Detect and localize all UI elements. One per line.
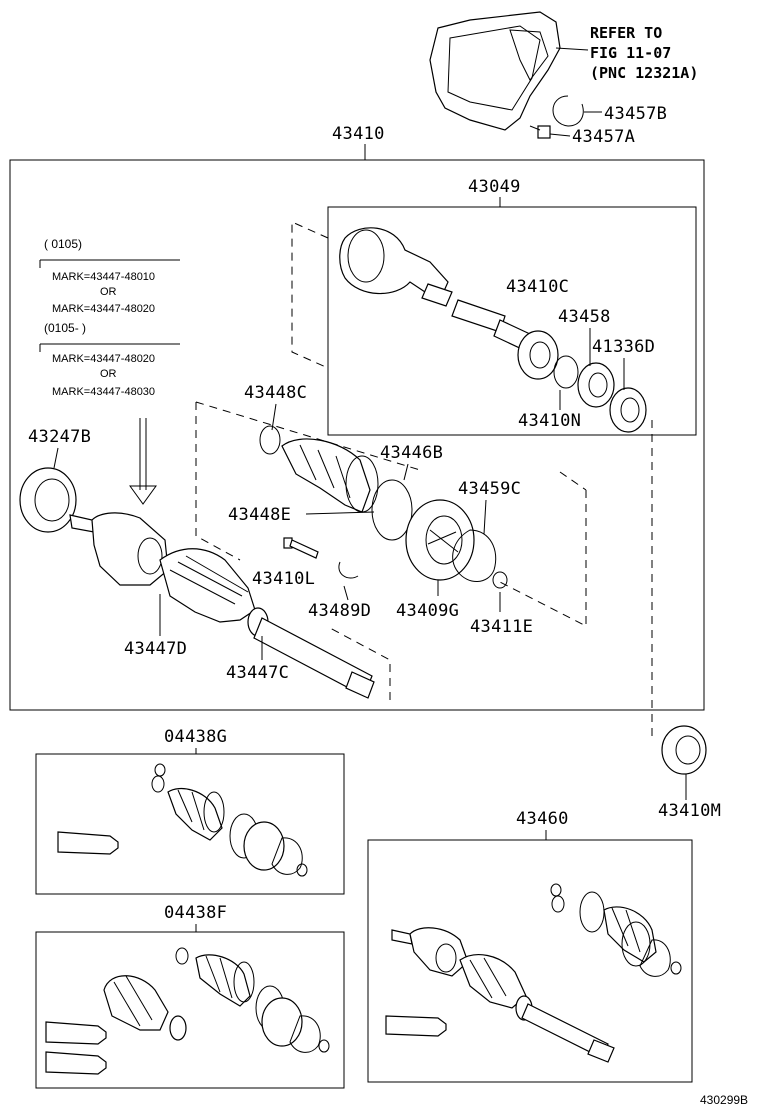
bearing-43410C [517,330,559,380]
bearing-43458 [577,362,615,408]
seal-43410M [661,725,707,775]
label-43409G: 43409G [396,601,459,621]
outboard-joint-housing [339,227,531,351]
mark-or2: OR [100,368,117,380]
snap-ring-43459C [452,529,497,582]
label-43460: 43460 [516,809,569,829]
label-43448C: 43448C [244,383,307,403]
label-04438G: 04438G [164,727,227,747]
snap-ring-43410N [553,355,579,389]
kit-04438G-box [35,753,345,895]
outboard-boot [281,438,371,513]
label-43448E: 43448E [228,505,291,525]
mark-or1: OR [100,286,117,298]
seal-43247B [19,467,77,533]
label-43247B: 43247B [28,427,91,447]
label-43049: 43049 [468,177,521,197]
label-43410M: 43410M [658,801,721,821]
mark-arrow [129,418,157,505]
label-43410L: 43410L [252,569,315,589]
label-43411E: 43411E [470,617,533,637]
mark-range1: ( 0105) [44,237,82,251]
mark-notes: ( 0105) MARK=43447-48010 OR MARK=43447-4… [39,237,180,398]
inboard-joint-assembly [69,512,375,699]
kit-04438F-box [35,931,345,1089]
boot-band-43448C [259,425,281,455]
mark-range2: (0105- ) [44,321,86,335]
label-41336D: 41336D [592,337,655,357]
clip-43489D [338,561,359,579]
kit-04438G-parts [57,763,308,877]
label-43489D: 43489D [308,601,371,621]
label-43447D: 43447D [124,639,187,659]
refer-line3: (PNC 12321A) [590,64,698,82]
seal-41336D [609,387,647,433]
transmission-housing [429,11,589,131]
mark-line4: MARK=43447-48030 [52,386,155,398]
mark-line3: MARK=43447-48020 [52,353,155,365]
snap-ring-43411E [492,571,508,589]
label-43410C: 43410C [506,277,569,297]
kit-43460-box [367,839,693,1083]
label-43410N: 43410N [518,411,581,431]
label-43410: 43410 [332,124,385,144]
label-04438F: 04438F [164,903,227,923]
bolt-43410L [283,537,319,559]
joint-43409G [405,499,475,581]
mark-line1: MARK=43447-48010 [52,271,155,283]
label-43457B: 43457B [604,104,667,124]
mark-line2: MARK=43447-48020 [52,303,155,315]
bolt-43457A [529,125,571,139]
label-43458: 43458 [558,307,611,327]
label-43446B: 43446B [380,443,443,463]
refer-line2: FIG 11-07 [590,44,671,62]
kit-43460-parts [385,883,682,1063]
assembly-43410-box [9,159,705,711]
snap-ring-43457B [552,95,602,127]
figure-code: 430299B [700,1093,748,1107]
label-43459C: 43459C [458,479,521,499]
label-43447C: 43447C [226,663,289,683]
kit-04438F-parts [45,947,330,1075]
label-43457A: 43457A [572,127,635,147]
assembly-43049-box [327,206,697,436]
refer-line1: REFER TO [590,24,662,42]
